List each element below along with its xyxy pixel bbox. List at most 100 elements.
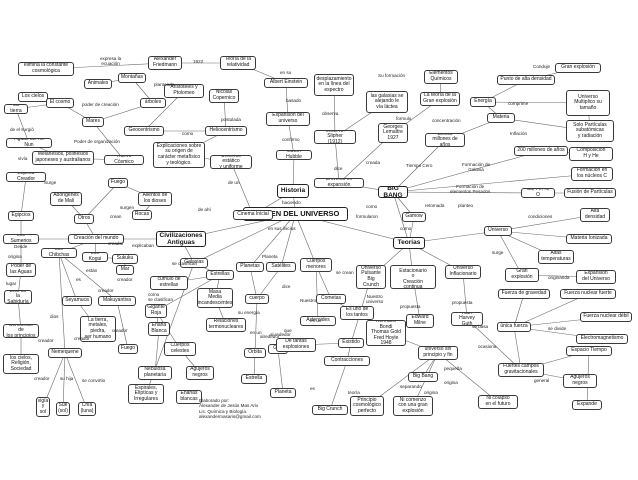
node-de-tantas[interactable]: De tantas explosiones [276, 338, 316, 352]
node-ni-colapso[interactable]: Ni colapso en el futuro [478, 395, 518, 409]
node-gigante[interactable]: Gigante Roja [145, 304, 167, 318]
node-cuerpo-luz[interactable]: cuerpo [245, 294, 269, 304]
node-univ-estat[interactable]: Universo estático y uniforme [210, 155, 252, 169]
node-univ-exp[interactable]: Universo en expansión [314, 178, 364, 188]
node-cielos[interactable]: Los cielos [18, 92, 48, 102]
node-fuerza-debil[interactable]: Fuerza nuclear débil [580, 312, 632, 322]
node-fuego[interactable]: Fuego [108, 178, 128, 188]
node-altas-temp[interactable]: Altas temperaturas [538, 250, 574, 264]
node-nicolas[interactable]: Nicolás Copernico [209, 89, 239, 103]
node-aristoteles[interactable]: Aristóteles y Ptolomeo [164, 84, 204, 98]
node-aborigenes[interactable]: Aborígenes de Mali [50, 192, 82, 206]
node-principio[interactable]: Principio cosmológico perfecto [350, 396, 384, 416]
node-kogui[interactable]: Los Kogui [82, 252, 108, 262]
node-mar[interactable]: Mar [116, 265, 134, 275]
node-electro[interactable]: Electromagnetismo [576, 334, 628, 344]
node-sumerios[interactable]: Los Sumerios [3, 234, 39, 244]
node-mares[interactable]: Mares [82, 117, 104, 127]
node-univ-mult[interactable]: Universo Multiplico su tamaño [566, 90, 610, 116]
node-einstein[interactable]: Albert Einstein [264, 78, 308, 88]
node-orbita[interactable]: Órbita [244, 348, 266, 358]
node-ca[interactable]: Ca, Fe, N, O [521, 188, 555, 198]
node-tierra[interactable]: La tierra [4, 104, 28, 114]
node-200[interactable]: 200 millones de años [514, 146, 568, 156]
node-montanas[interactable]: Montañas [118, 73, 146, 83]
node-cond[interactable]: Gran explosión [555, 63, 601, 73]
node-otros[interactable]: Otros [74, 214, 94, 224]
node-cumulo[interactable]: cúmulo de estrellas [150, 276, 188, 290]
node-aguas[interactable]: Aguas del río Nun [6, 138, 52, 148]
node-planetas[interactable]: Planetas [236, 262, 264, 272]
node-arboles[interactable]: árboles [140, 98, 166, 108]
node-alan[interactable]: Alan Harvey Guth [451, 312, 483, 326]
node-elem-quim[interactable]: Elementos Químicos [424, 70, 458, 84]
node-espiritu[interactable]: Espíritu Creador [6, 172, 46, 182]
node-animales[interactable]: Animales [84, 79, 112, 89]
node-galaxias-alej[interactable]: las galaxias se alejando le vía láctea [366, 91, 408, 113]
node-geocentrismo[interactable]: Geocentrismo [124, 126, 164, 136]
node-formacion-nucl[interactable]: Formación en los núcleos C [571, 167, 613, 181]
node-gamow[interactable]: Gamow [402, 212, 426, 222]
node-melanesios[interactable]: Melanesios, polinesios japoneses y austr… [32, 151, 94, 165]
node-hermann[interactable]: Hermann Bondi Thomas Gold Fred Hoyle 194… [366, 320, 406, 346]
node-sue[interactable]: Súe (sol) [56, 402, 70, 416]
node-huevo[interactable]: Huevo Cósmico [104, 155, 144, 165]
node-fusion[interactable]: Fusión de Partículas [564, 188, 616, 198]
node-creacion[interactable]: Creación del mundo [68, 234, 124, 244]
node-alientos[interactable]: Alientos de los dioses [138, 192, 172, 206]
node-unica-fuerza[interactable]: única fuerza [497, 322, 531, 332]
node-bigbang[interactable]: BIG BANG [378, 186, 408, 198]
node-tierra2[interactable]: La tierra, metales, piedra, ser humano [80, 316, 116, 342]
node-cinema[interactable]: Cinema Inicial [233, 210, 273, 220]
node-elimina[interactable]: elimina la constante cosmológica [18, 62, 74, 76]
node-edwin[interactable]: Edwin Hubble [276, 150, 312, 160]
node-heliocentrismo[interactable]: Heliocentrismo [205, 126, 247, 136]
node-alta-dens[interactable]: Alta densidad [580, 208, 610, 222]
node-satelites[interactable]: Satélites [266, 262, 296, 272]
node-teorias[interactable]: Teorías [393, 237, 425, 249]
node-chibchas[interactable]: Los Chibchas [41, 248, 77, 258]
node-makuyantiva[interactable]: Makuyantiva [98, 296, 136, 306]
node-enana[interactable]: Enana Blanca [148, 322, 170, 336]
node-cosmo[interactable]: El cosmo [46, 98, 74, 108]
node-chia[interactable]: Chía (luna) [78, 402, 96, 416]
node-estrella[interactable]: Estrella [241, 374, 267, 384]
node-exp-univ[interactable]: Expansión del Universo [576, 270, 616, 284]
node-dios-sab[interactable]: Dios de la Sabiduría [4, 290, 32, 304]
node-teoria-rel[interactable]: Teoría de la relatividad [220, 56, 256, 70]
node-existido[interactable]: Existido [338, 338, 364, 348]
node-seyamuca[interactable]: Seyamuca [62, 296, 92, 306]
node-edward[interactable]: Edward Milne [406, 314, 434, 328]
node-fuerza-fuerte[interactable]: Fuerza nuclear fuerte [560, 289, 616, 299]
node-nemequene[interactable]: Nemequene [48, 348, 82, 358]
node-galaxias[interactable]: Galaxias [180, 258, 208, 268]
node-univ-estac[interactable]: Universo Estacionario o Creación continu… [390, 265, 436, 289]
node-espacio-tiempo[interactable]: Espacio Tiempo [566, 346, 612, 356]
node-fuertes[interactable]: Fuertes campos gravitacionales [498, 363, 544, 377]
node-georges[interactable]: Georges Lemaître 1927 [378, 123, 408, 143]
node-civ[interactable]: Civilizaciones Antiguas [156, 231, 206, 247]
node-concedor[interactable]: Conocedor de los principios [3, 324, 39, 338]
node-nebulosa[interactable]: Nebulosa planetaria [138, 366, 172, 380]
node-universo[interactable]: Universo [484, 226, 512, 236]
node-estrellas[interactable]: Estrellas [206, 270, 234, 280]
node-fuerza-grav[interactable]: Fuerza de gravedad [498, 289, 550, 299]
node-big-bang2[interactable]: Big Bang [408, 372, 438, 382]
node-cielos2[interactable]: los cielos, Religión, Sociedad [3, 354, 39, 374]
node-planeta[interactable]: Planeta [270, 388, 296, 398]
node-expande[interactable]: Expande [572, 400, 602, 410]
node-cometas[interactable]: Cometas [316, 294, 346, 304]
node-poder-aguas[interactable]: Poder de las Aguas [6, 263, 36, 277]
node-univ-infl[interactable]: Universo Inflacionario [445, 265, 481, 279]
node-masa-media[interactable]: Masa Media incandescentes [197, 288, 233, 308]
node-expansion-u[interactable]: Expansión del universo [266, 112, 310, 126]
node-teoria-gran[interactable]: La teoría de la Gran explosión [420, 92, 460, 106]
node-enanas-bl[interactable]: Enanas blancas [176, 390, 202, 404]
node-materia-ion[interactable]: Materia Ionizada [566, 234, 612, 244]
node-materia[interactable]: Materia [487, 113, 515, 123]
node-rocas[interactable]: Rocas [132, 210, 152, 220]
node-alexander[interactable]: Alexander Friedmann [148, 56, 182, 70]
node-agujeros[interactable]: Agujeros negros [186, 366, 214, 380]
node-punto[interactable]: Punto de alta densidad [497, 75, 555, 85]
node-fuego2[interactable]: Fuego [118, 344, 138, 354]
